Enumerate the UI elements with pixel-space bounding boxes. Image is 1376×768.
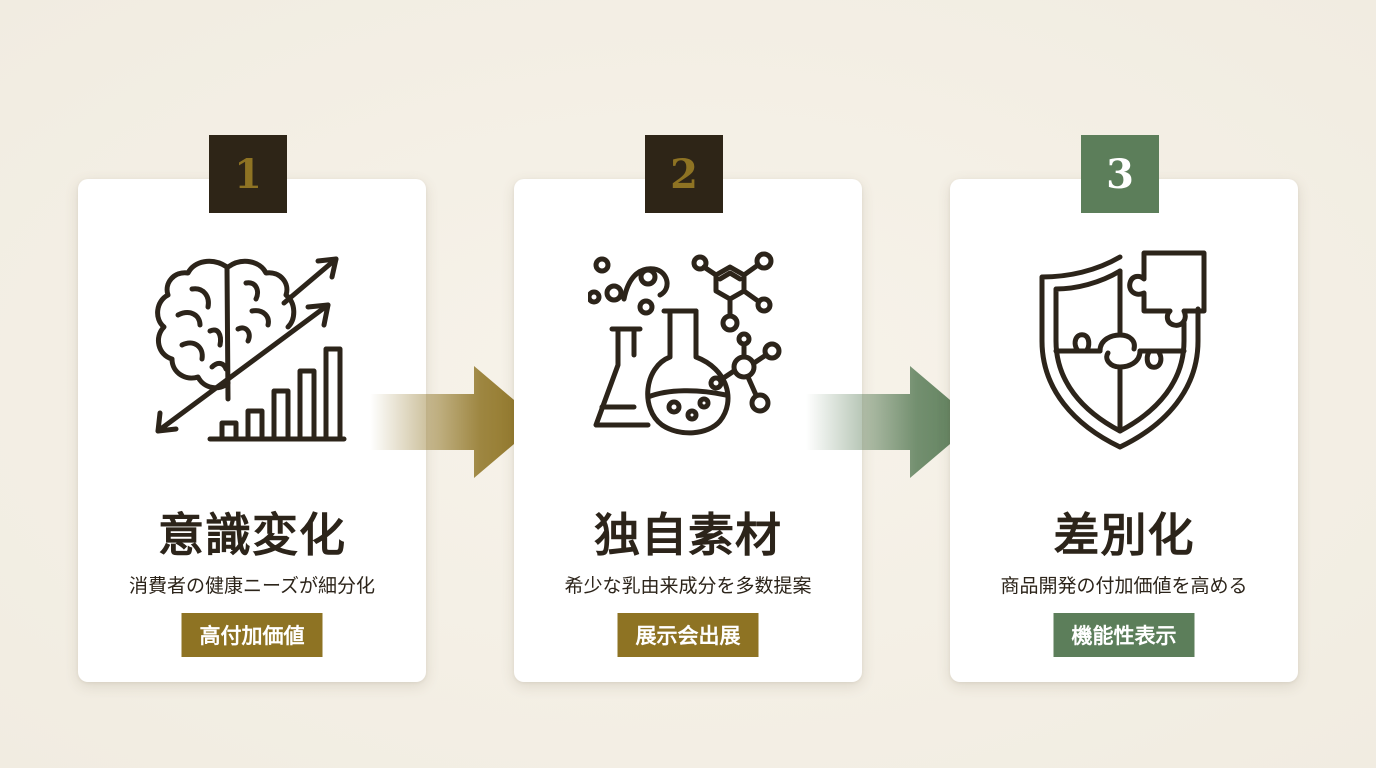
step-number-3: 3 — [1106, 150, 1134, 198]
flow-arrow-2 — [806, 366, 976, 478]
step-title-3: 差別化 — [1053, 508, 1195, 562]
step-number-1: 1 — [234, 150, 262, 198]
step-description-3: 商品開発の付加価値を高める — [1000, 575, 1248, 597]
step-card-3: 3 差別化 商品開発の付加価値を高める 機能性表示 — [950, 135, 1298, 682]
step-description-1: 消費者の健康ニーズが細分化 — [128, 575, 376, 597]
puzzle-shield-icon — [1039, 250, 1207, 450]
step-number-2: 2 — [670, 150, 698, 198]
lab-flask-molecule-icon — [588, 251, 782, 436]
step-description-2: 希少な乳由来成分を多数提案 — [564, 575, 812, 597]
step-number-badge-2: 2 — [645, 135, 723, 213]
step-number-badge-3: 3 — [1081, 135, 1159, 213]
flow-arrow-1 — [370, 366, 540, 478]
step-title-1: 意識変化 — [158, 508, 346, 562]
step-tag-3: 機能性表示 — [1053, 613, 1195, 657]
brain-growth-chart-icon — [155, 256, 347, 442]
step-number-badge-1: 1 — [209, 135, 287, 213]
step-card-2: 2 — [514, 135, 862, 682]
step-card-1: 1 意識変化 消費者の健康ニーズが細分化 高付加価値 — [78, 135, 426, 682]
step-title-2: 独自素材 — [594, 508, 782, 562]
step-tag-1: 高付加価値 — [181, 613, 323, 657]
step-tag-2: 展示会出展 — [617, 613, 759, 657]
